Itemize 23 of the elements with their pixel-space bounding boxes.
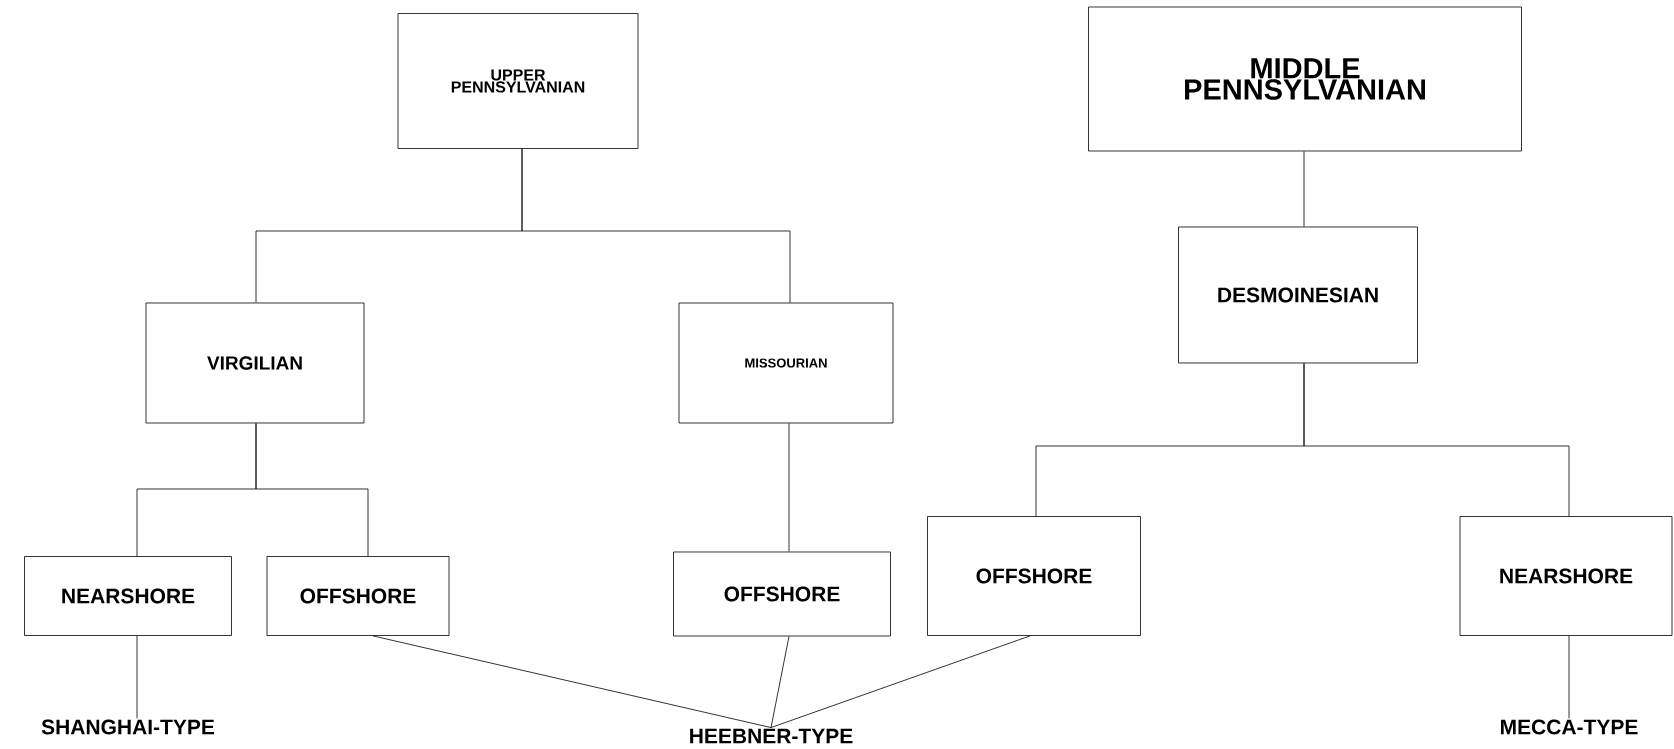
period-box: OFFSHORE bbox=[673, 551, 891, 637]
connector-line bbox=[521, 148, 791, 303]
connector-line bbox=[255, 423, 369, 557]
period-box: MISSOURIAN bbox=[678, 302, 894, 424]
type-label: SHANGHAI-TYPE bbox=[41, 719, 215, 735]
type-label: MECCA-TYPE bbox=[1501, 719, 1638, 735]
connector-line bbox=[1568, 635, 1570, 719]
period-box: VIRGILIAN bbox=[145, 302, 365, 424]
period-box: UPPER PENNSYLVANIAN bbox=[397, 13, 639, 149]
type-label: HEEBNER-TYPE bbox=[690, 728, 853, 744]
period-box: OFFSHORE bbox=[927, 516, 1141, 636]
period-box: NEARSHORE bbox=[24, 556, 232, 636]
period-box: OFFSHORE bbox=[266, 556, 450, 636]
period-box: MIDDLE PENNSYLVANIAN bbox=[1088, 6, 1522, 152]
connector-line bbox=[1303, 363, 1570, 517]
period-box: NEARSHORE bbox=[1459, 516, 1673, 636]
connector-line bbox=[1303, 151, 1305, 227]
connector-line bbox=[372, 635, 772, 728]
period-box: DESMOINESIAN bbox=[1178, 226, 1418, 364]
connector-line bbox=[770, 636, 790, 728]
connector-line bbox=[136, 635, 138, 719]
connector-line bbox=[788, 423, 790, 552]
connector-line bbox=[770, 635, 1031, 728]
